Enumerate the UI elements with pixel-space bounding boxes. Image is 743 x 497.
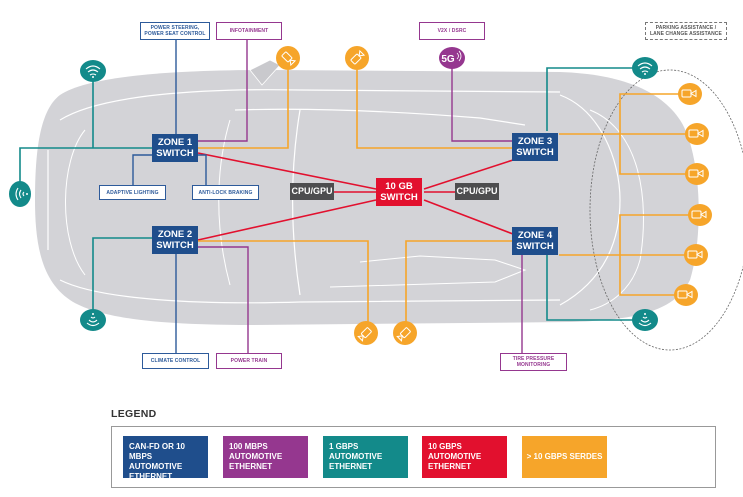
wifi-icon [632, 57, 658, 79]
camera-icon [684, 244, 708, 266]
zone4-line1: ZONE 4 [517, 230, 553, 241]
power-steering-label: POWER STEERING, POWER SEAT CONTROL [140, 22, 210, 40]
zone4-switch: ZONE 4 SWITCH [512, 227, 558, 255]
anti-lock-braking-label: ANTI-LOCK BRAKING [192, 185, 259, 200]
links-100mbps [198, 40, 523, 355]
legend-title: LEGEND [111, 408, 157, 420]
infotainment-text: INFOTAINMENT [229, 28, 269, 34]
core-10gb-switch: 10 GB SWITCH [376, 178, 422, 206]
legend-label: CAN-FD OR 10 MBPS AUTOMOTIVE ETHERNET [129, 442, 186, 481]
v2x-dsrc-label: V2X / DSRC [419, 22, 485, 40]
zone2-line2: SWITCH [156, 240, 194, 251]
vehicle-network-diagram: 5G [9, 40, 743, 355]
infotainment-label: INFOTAINMENT [216, 22, 282, 40]
camera-icon [678, 83, 702, 105]
zone2-switch: ZONE 2 SWITCH [152, 226, 198, 254]
camera-icon [688, 204, 712, 226]
climate-text: CLIMATE CONTROL [150, 358, 201, 364]
5g-text: 5G [441, 54, 455, 65]
zone1-switch: ZONE 1 SWITCH [152, 134, 198, 162]
links-10gbps [197, 152, 514, 241]
power-train-text: POWER TRAIN [230, 358, 268, 364]
radar-sensor-icon [80, 309, 106, 331]
camera-icon [685, 123, 709, 145]
wifi-icon [80, 60, 106, 82]
links-serdes [198, 70, 692, 322]
climate-control-label: CLIMATE CONTROL [142, 353, 209, 369]
zone3-line2: SWITCH [516, 147, 554, 158]
parking-assistance-zone [589, 69, 743, 351]
core-line1: 10 GB [385, 181, 413, 192]
cpu-right-text: CPU/GPU [456, 186, 498, 196]
anti-lock-text: ANTI-LOCK BRAKING [198, 189, 253, 196]
power-train-label: POWER TRAIN [216, 353, 282, 369]
cpu-gpu-right: CPU/GPU [455, 183, 499, 200]
legend-label: 1 GBPS AUTOMOTIVE ETHERNET [329, 442, 383, 471]
tire-pressure-line2: MONITORING [516, 362, 551, 368]
adaptive-lighting-label: ADAPTIVE LIGHTING [99, 185, 166, 200]
legend-label: 100 MBPS AUTOMOTIVE ETHERNET [229, 442, 283, 471]
zone3-line1: ZONE 3 [517, 136, 553, 147]
camera-icon [393, 321, 417, 345]
legend-item-can-fd: CAN-FD OR 10 MBPS AUTOMOTIVE ETHERNET [123, 436, 208, 481]
legend-item-10gbps: 10 GBPS AUTOMOTIVE ETHERNET [422, 436, 507, 478]
zone2-line1: ZONE 2 [157, 229, 193, 240]
zone1-line1: ZONE 1 [157, 137, 193, 148]
power-steering-line2: POWER SEAT CONTROL [144, 31, 206, 37]
tire-pressure-label: TIRE PRESSURE MONITORING [500, 353, 567, 371]
v2x-text: V2X / DSRC [437, 28, 467, 34]
parking-line2: LANE CHANGE ASSISTANCE [650, 31, 722, 37]
legend-label: 10 GBPS AUTOMOTIVE ETHERNET [428, 442, 482, 471]
zone4-line2: SWITCH [516, 241, 554, 252]
legend-label: > 10 GBPS SERDES [526, 452, 603, 461]
5g-icon: 5G [439, 47, 465, 69]
cpu-gpu-left: CPU/GPU [290, 183, 334, 200]
camera-icon [276, 46, 300, 70]
zone3-switch: ZONE 3 SWITCH [512, 133, 558, 161]
radar-sensor-icon [632, 309, 658, 331]
zone1-line2: SWITCH [156, 148, 194, 159]
power-steering-line1: POWER STEERING, [150, 25, 200, 31]
adaptive-lighting-text: ADAPTIVE LIGHTING [106, 189, 159, 196]
legend-item-serdes: > 10 GBPS SERDES [522, 436, 607, 478]
legend-item-100mbps: 100 MBPS AUTOMOTIVE ETHERNET [223, 436, 308, 478]
parking-line1: PARKING ASSISTANCE / [655, 25, 717, 31]
core-line2: SWITCH [380, 192, 418, 203]
camera-icon [354, 321, 378, 345]
cpu-left-text: CPU/GPU [291, 186, 333, 196]
radar-sensor-icon [9, 181, 31, 207]
links-1gbps [19, 67, 640, 321]
legend-item-1gbps: 1 GBPS AUTOMOTIVE ETHERNET [323, 436, 408, 478]
camera-icon [685, 163, 709, 185]
parking-assistance-label: PARKING ASSISTANCE / LANE CHANGE ASSISTA… [645, 22, 727, 40]
legend: CAN-FD OR 10 MBPS AUTOMOTIVE ETHERNET 10… [111, 426, 716, 488]
camera-icon [345, 46, 369, 70]
tire-pressure-line1: TIRE PRESSURE [512, 356, 555, 362]
camera-icon [674, 284, 698, 306]
